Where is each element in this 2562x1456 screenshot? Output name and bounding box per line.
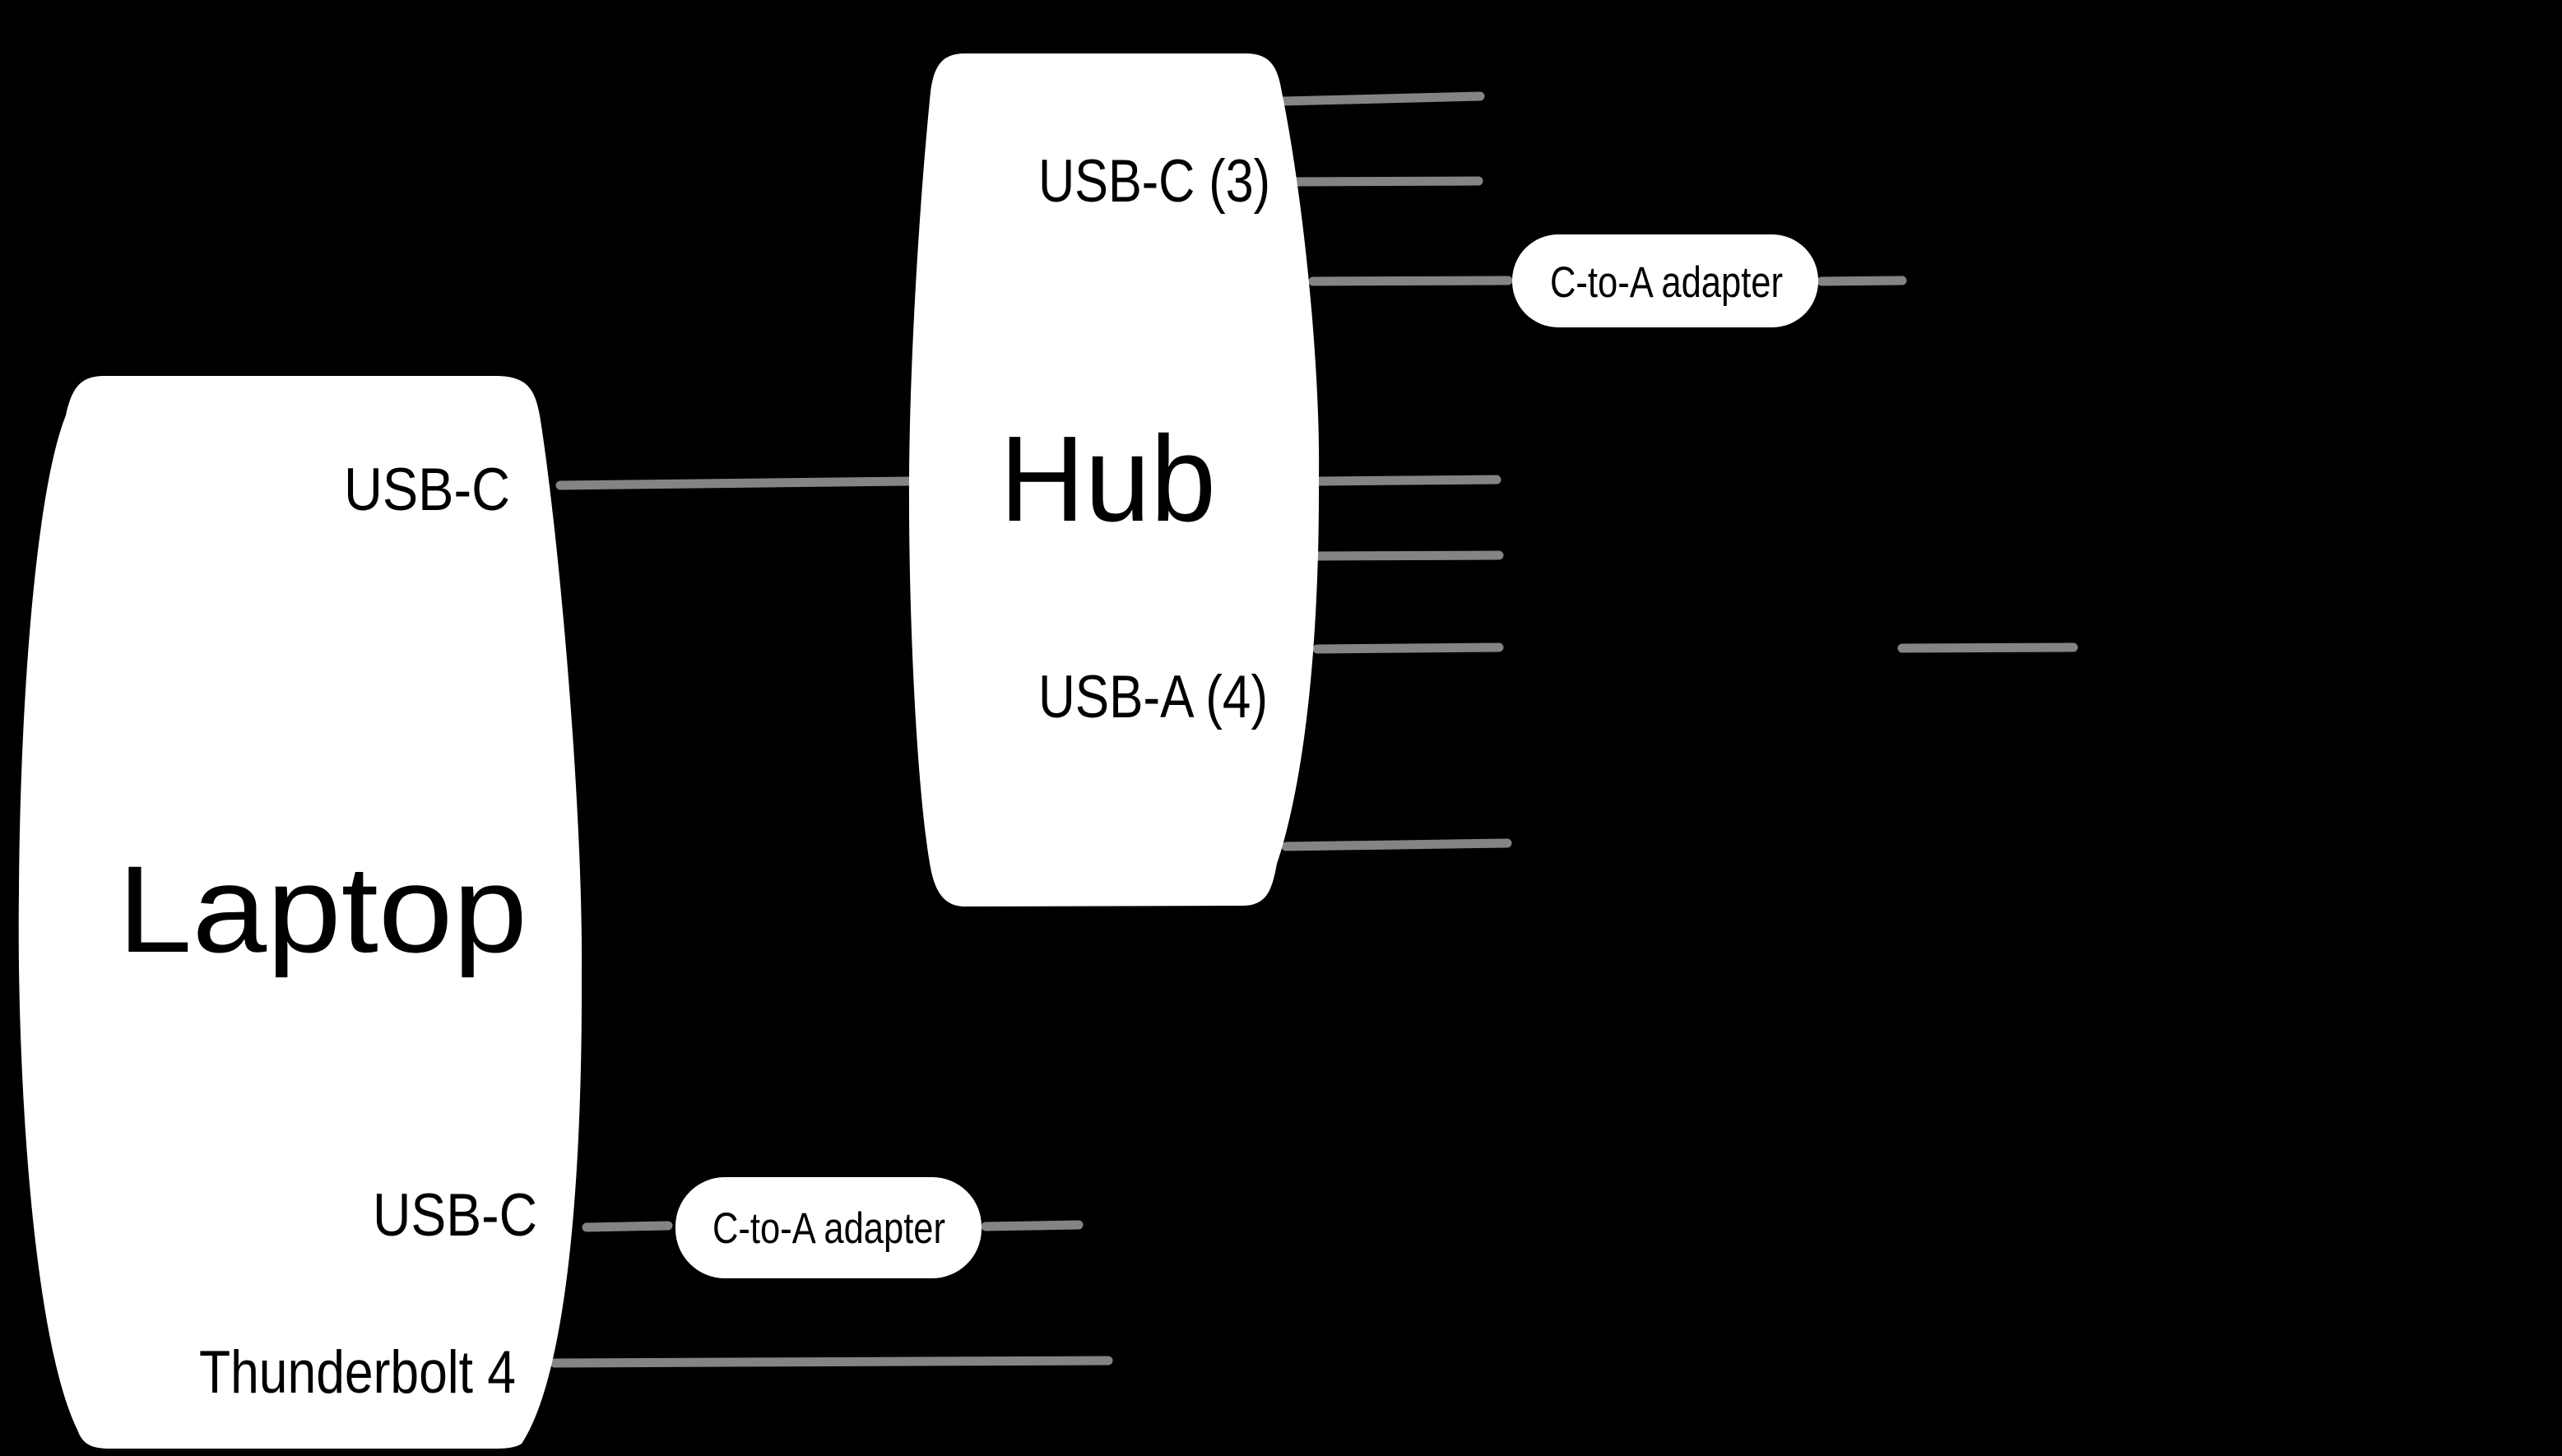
svg-text:C-to-A adapter: C-to-A adapter	[712, 1204, 945, 1253]
svg-text:USB-C: USB-C	[344, 457, 510, 523]
svg-text:USB-C: USB-C	[373, 1182, 537, 1249]
svg-text:Hub: Hub	[1000, 411, 1216, 547]
svg-text:C-to-A adapter: C-to-A adapter	[1550, 258, 1783, 307]
svg-text:Thunderbolt 4: Thunderbolt 4	[199, 1339, 516, 1406]
svg-text:Laptop: Laptop	[118, 840, 527, 978]
svg-text:USB-C (3): USB-C (3)	[1038, 148, 1270, 215]
svg-text:USB-A (4): USB-A (4)	[1038, 664, 1268, 730]
